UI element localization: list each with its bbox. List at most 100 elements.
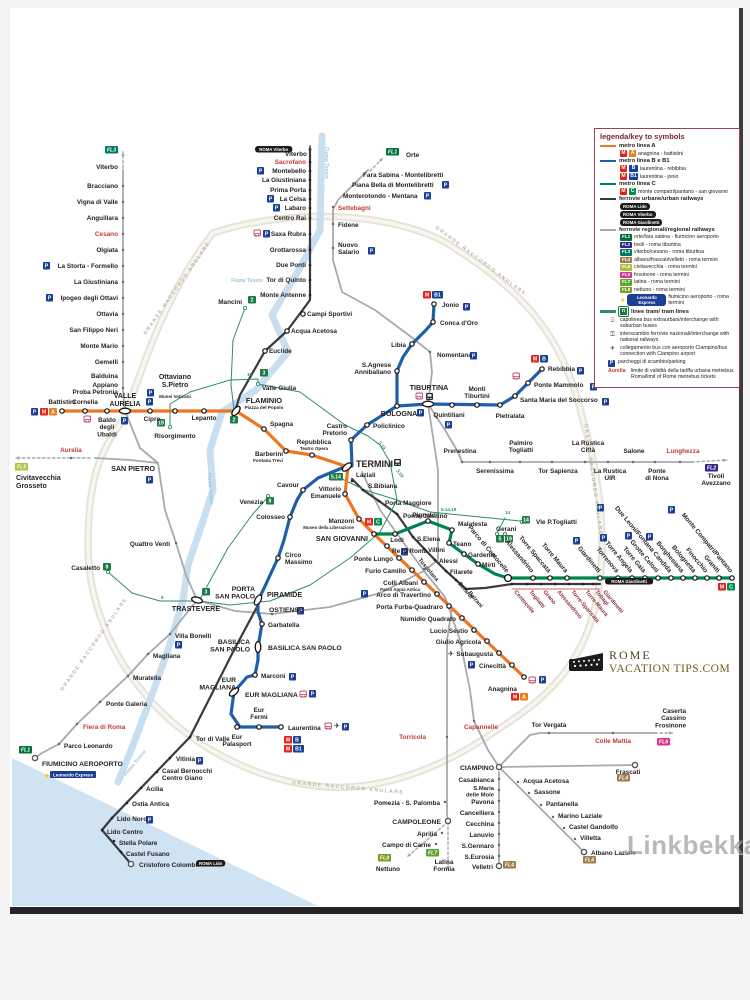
station-dot — [425, 518, 431, 524]
badge-leonardo express — [50, 771, 96, 778]
bus-icon — [301, 695, 303, 697]
map-label: Gardenie — [468, 552, 496, 559]
badge-5.14 — [329, 473, 343, 481]
badge-text: P — [604, 400, 608, 406]
fl-station-tick — [443, 800, 447, 804]
legend-section-label: metro linea C — [619, 181, 656, 187]
urban-station-tick — [361, 488, 365, 492]
tram-line — [169, 378, 259, 427]
fl-station-tick — [653, 460, 657, 464]
urban-station-tick — [553, 582, 557, 586]
map-label: SAN PIETRO — [111, 464, 155, 473]
fl-station-tick — [539, 803, 543, 807]
arrow-head — [446, 865, 450, 870]
urban-station-tick — [308, 178, 312, 182]
fl-station-tick — [497, 810, 501, 814]
map-label: La Storta - Formello — [58, 263, 118, 270]
map-label: Cecchina — [466, 821, 495, 828]
watermark: Linkbekka — [627, 830, 750, 860]
badge-text: B — [542, 357, 546, 363]
map-label: Re di Roma — [392, 548, 428, 555]
badge-8 — [103, 563, 111, 571]
colosseum-icon — [569, 652, 603, 671]
station-dot — [394, 368, 400, 374]
badge-text: P — [670, 508, 674, 514]
map-label: FLAMINIO — [246, 396, 282, 405]
urban-station-tick — [350, 479, 354, 483]
badge-text: P — [575, 539, 579, 545]
interchange-oval — [118, 407, 132, 415]
map-label: Aprilia — [417, 831, 437, 838]
fl-rail-line — [498, 766, 586, 854]
fl-station-tick — [472, 719, 476, 723]
badge-text: P — [291, 675, 295, 681]
badge-text: P — [311, 692, 315, 698]
map-label: La Giustiniana — [74, 279, 118, 286]
badge-p — [146, 398, 153, 406]
urban-station-tick — [119, 850, 123, 854]
badge-fl5 — [15, 463, 28, 471]
map-label: Laurentina — [288, 725, 321, 732]
badge-text: P — [148, 818, 152, 824]
fl-station-tick — [440, 831, 444, 835]
map-label: Capannelle — [464, 724, 499, 731]
map-label: Monte Mario — [80, 343, 118, 350]
urban-station-tick — [308, 216, 312, 220]
map-label: Albano Laziale — [591, 850, 636, 857]
map-label: Laziali — [356, 472, 376, 479]
station-dot — [461, 551, 467, 557]
fl-station-tick — [331, 205, 335, 209]
badge-p — [417, 409, 424, 417]
fl-station-tick — [611, 731, 615, 735]
legend-badge-fl2: FL2 — [620, 241, 632, 248]
badge-p — [668, 506, 675, 514]
fl-station-tick — [497, 821, 501, 825]
fl-station-tick — [516, 780, 520, 784]
fl-rail-line — [332, 169, 433, 405]
terminal-station-ring — [495, 862, 503, 870]
airplane-icon: ✈ — [448, 651, 454, 658]
fl-station-tick — [121, 296, 125, 300]
badge-m — [284, 745, 292, 753]
line-continuation-arrow — [406, 821, 449, 858]
map-label: Grottarossa — [270, 247, 307, 254]
map-label: Marino Laziale — [558, 813, 602, 820]
urban-station-tick — [112, 839, 116, 843]
badge-text: FL6 — [659, 740, 668, 746]
badge-text: P — [48, 296, 52, 302]
map-label: CIAMPINO — [460, 765, 494, 772]
badge-text: M — [286, 747, 290, 753]
station-dot — [475, 561, 481, 567]
badge-text: C — [729, 585, 733, 591]
map-label: CAMPOLEONE — [392, 819, 441, 826]
fl-station-tick — [121, 360, 125, 364]
arrow-head — [722, 458, 727, 462]
badge-text: FL4 — [619, 776, 628, 782]
tram-line — [198, 496, 269, 602]
legend-badge-m: M — [620, 173, 627, 180]
badge-text: 8 — [269, 499, 272, 505]
map-label: Garbatella — [268, 622, 300, 629]
map-label: Piazza del Popolo — [245, 405, 284, 410]
badge-roma giardinetti — [605, 578, 654, 585]
badge-m — [531, 355, 539, 363]
map-label: Acqua Acetosa — [291, 328, 337, 335]
badge-fl2 — [705, 464, 718, 472]
fl-station-tick — [174, 541, 178, 545]
map-label: Spagna — [270, 421, 294, 428]
badge-text: ROMA Viterbo — [259, 147, 288, 152]
badge-text: P — [602, 536, 606, 542]
map-label: Casabianca — [458, 777, 494, 784]
badge-text: 3 — [205, 590, 208, 596]
station-dot — [446, 540, 452, 546]
fl-station-tick — [583, 460, 587, 464]
train-icon — [430, 397, 432, 400]
badge-p — [600, 534, 607, 542]
fl-station-tick — [331, 222, 335, 226]
map-label: Ottavia — [96, 311, 118, 318]
station-dot — [716, 575, 722, 581]
map-label: S.Elena — [417, 536, 441, 543]
map-label: Euclide — [269, 348, 292, 355]
badge-p — [401, 548, 408, 556]
